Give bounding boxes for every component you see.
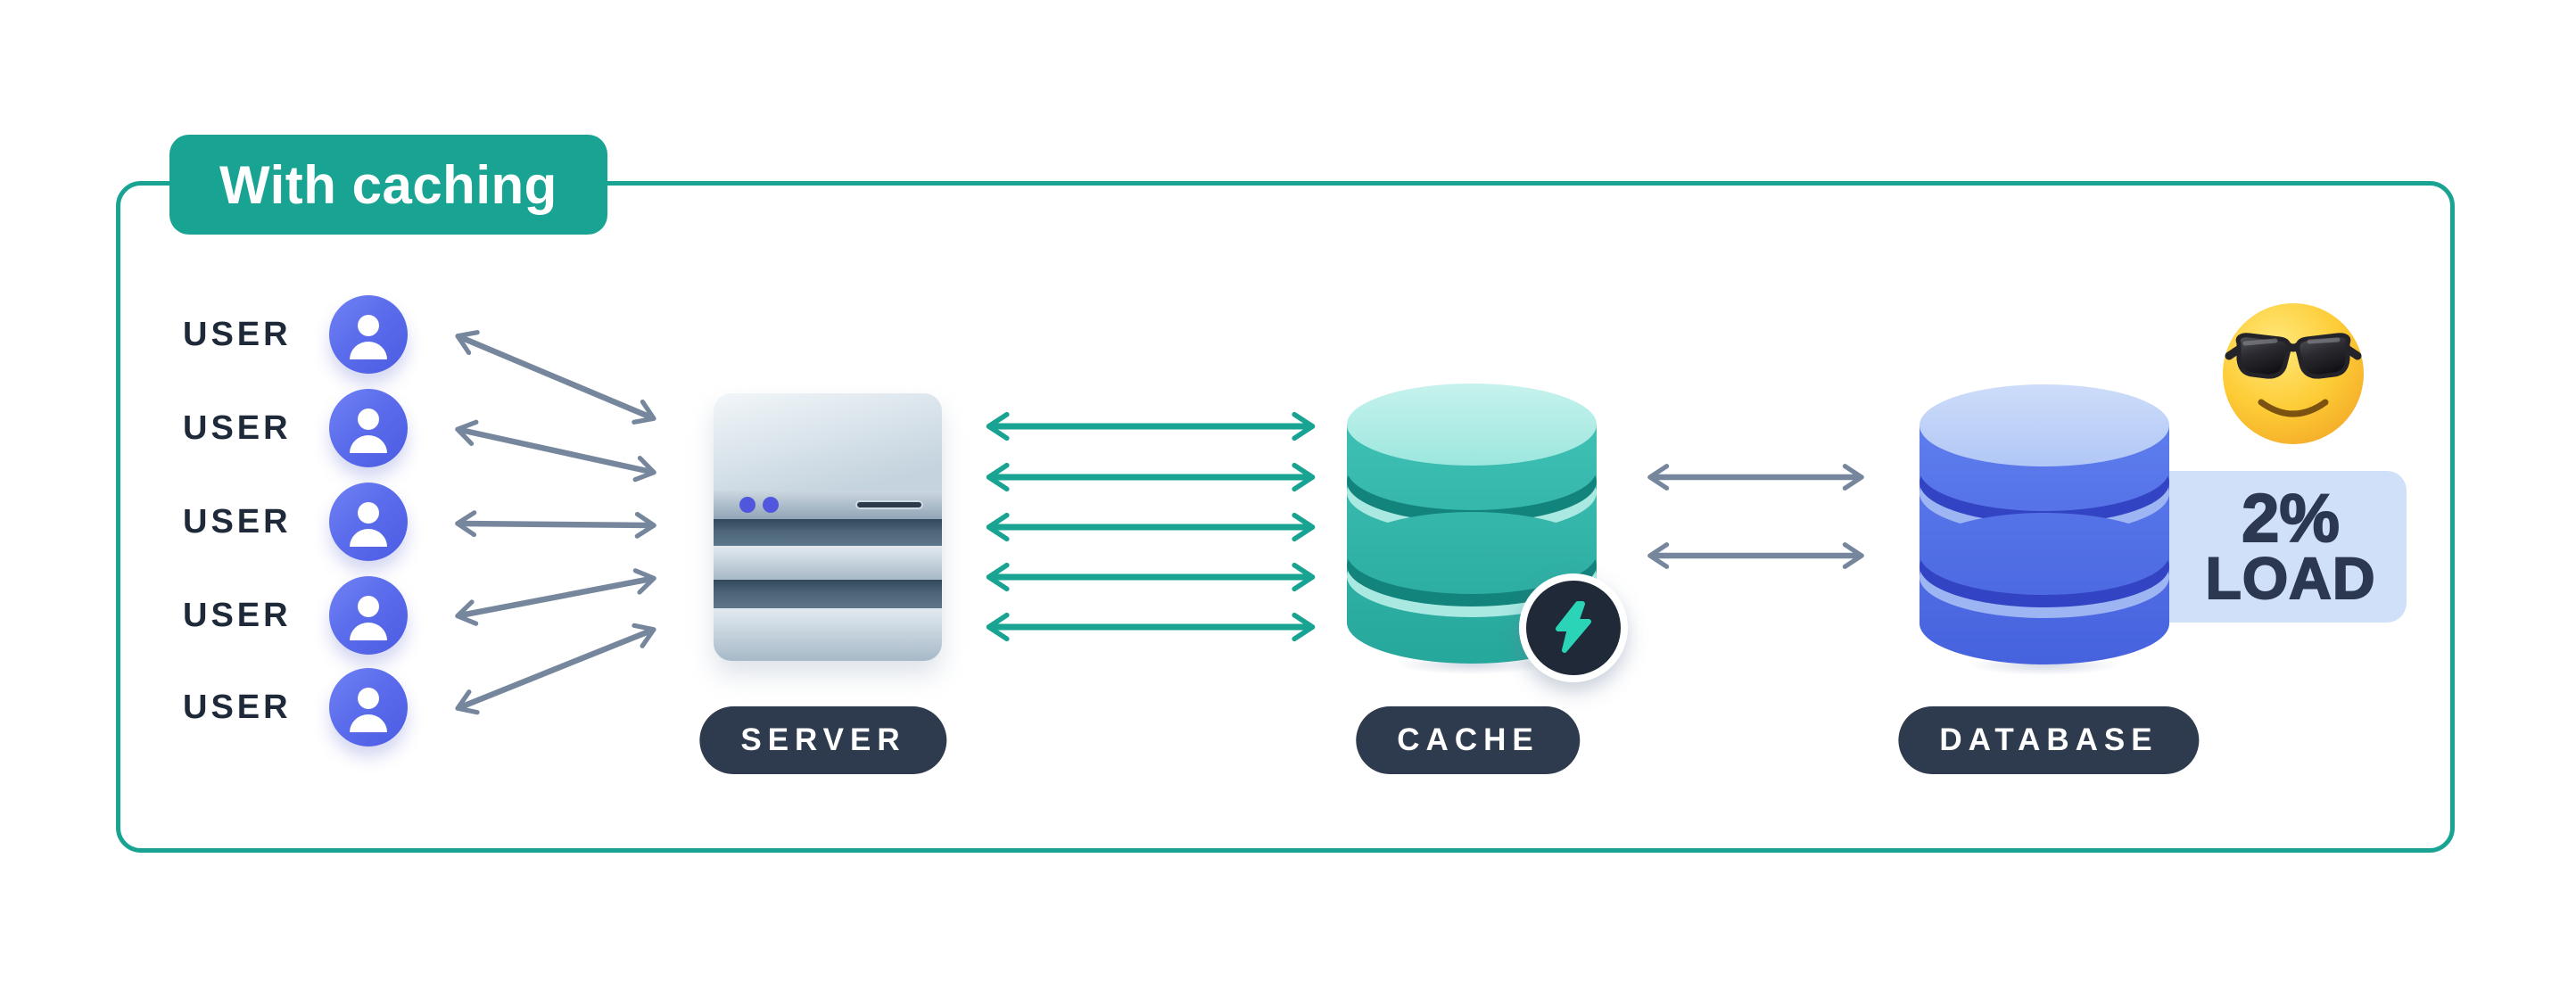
user-label: USER — [183, 688, 292, 726]
user-row: USER — [183, 576, 408, 655]
user-server-arrows — [455, 330, 656, 715]
server-pill-label: SERVER — [740, 722, 906, 757]
title-badge: With caching — [169, 135, 607, 235]
user-label: USER — [183, 408, 292, 447]
person-icon — [350, 688, 387, 732]
user-label: USER — [183, 596, 292, 634]
user-avatar-icon — [329, 483, 408, 561]
user-row: USER — [183, 295, 408, 374]
person-icon — [350, 502, 387, 547]
person-icon — [350, 408, 387, 453]
user-avatar-icon — [329, 576, 408, 655]
load-label: LOAD — [2205, 544, 2376, 611]
server-icon — [714, 393, 942, 661]
person-icon — [350, 596, 387, 640]
lightning-badge — [1519, 573, 1628, 682]
lightning-icon — [1556, 601, 1591, 653]
user-label: USER — [183, 502, 292, 540]
title-text: With caching — [219, 154, 557, 215]
sunglasses-emoji-icon — [2223, 303, 2364, 444]
server-cache-arrows — [986, 411, 1316, 642]
cache-pill-label: CACHE — [1397, 722, 1540, 757]
user-avatar-icon — [329, 295, 408, 374]
cache-pill: CACHE — [1356, 706, 1581, 774]
user-avatar-icon — [329, 389, 408, 467]
server-pill: SERVER — [699, 706, 947, 774]
person-icon — [350, 315, 387, 359]
load-badge: 2% LOAD — [2144, 471, 2407, 623]
user-row: USER — [183, 483, 408, 561]
load-value: 2% — [2241, 480, 2341, 557]
database-pill-label: DATABASE — [1939, 722, 2159, 757]
database-pill: DATABASE — [1898, 706, 2200, 774]
user-row: USER — [183, 389, 408, 467]
user-label: USER — [183, 315, 292, 353]
database-cylinder-icon — [1920, 384, 2169, 664]
user-row: USER — [183, 668, 408, 747]
user-avatar-icon — [329, 668, 408, 747]
cache-database-arrows — [1647, 464, 1864, 569]
